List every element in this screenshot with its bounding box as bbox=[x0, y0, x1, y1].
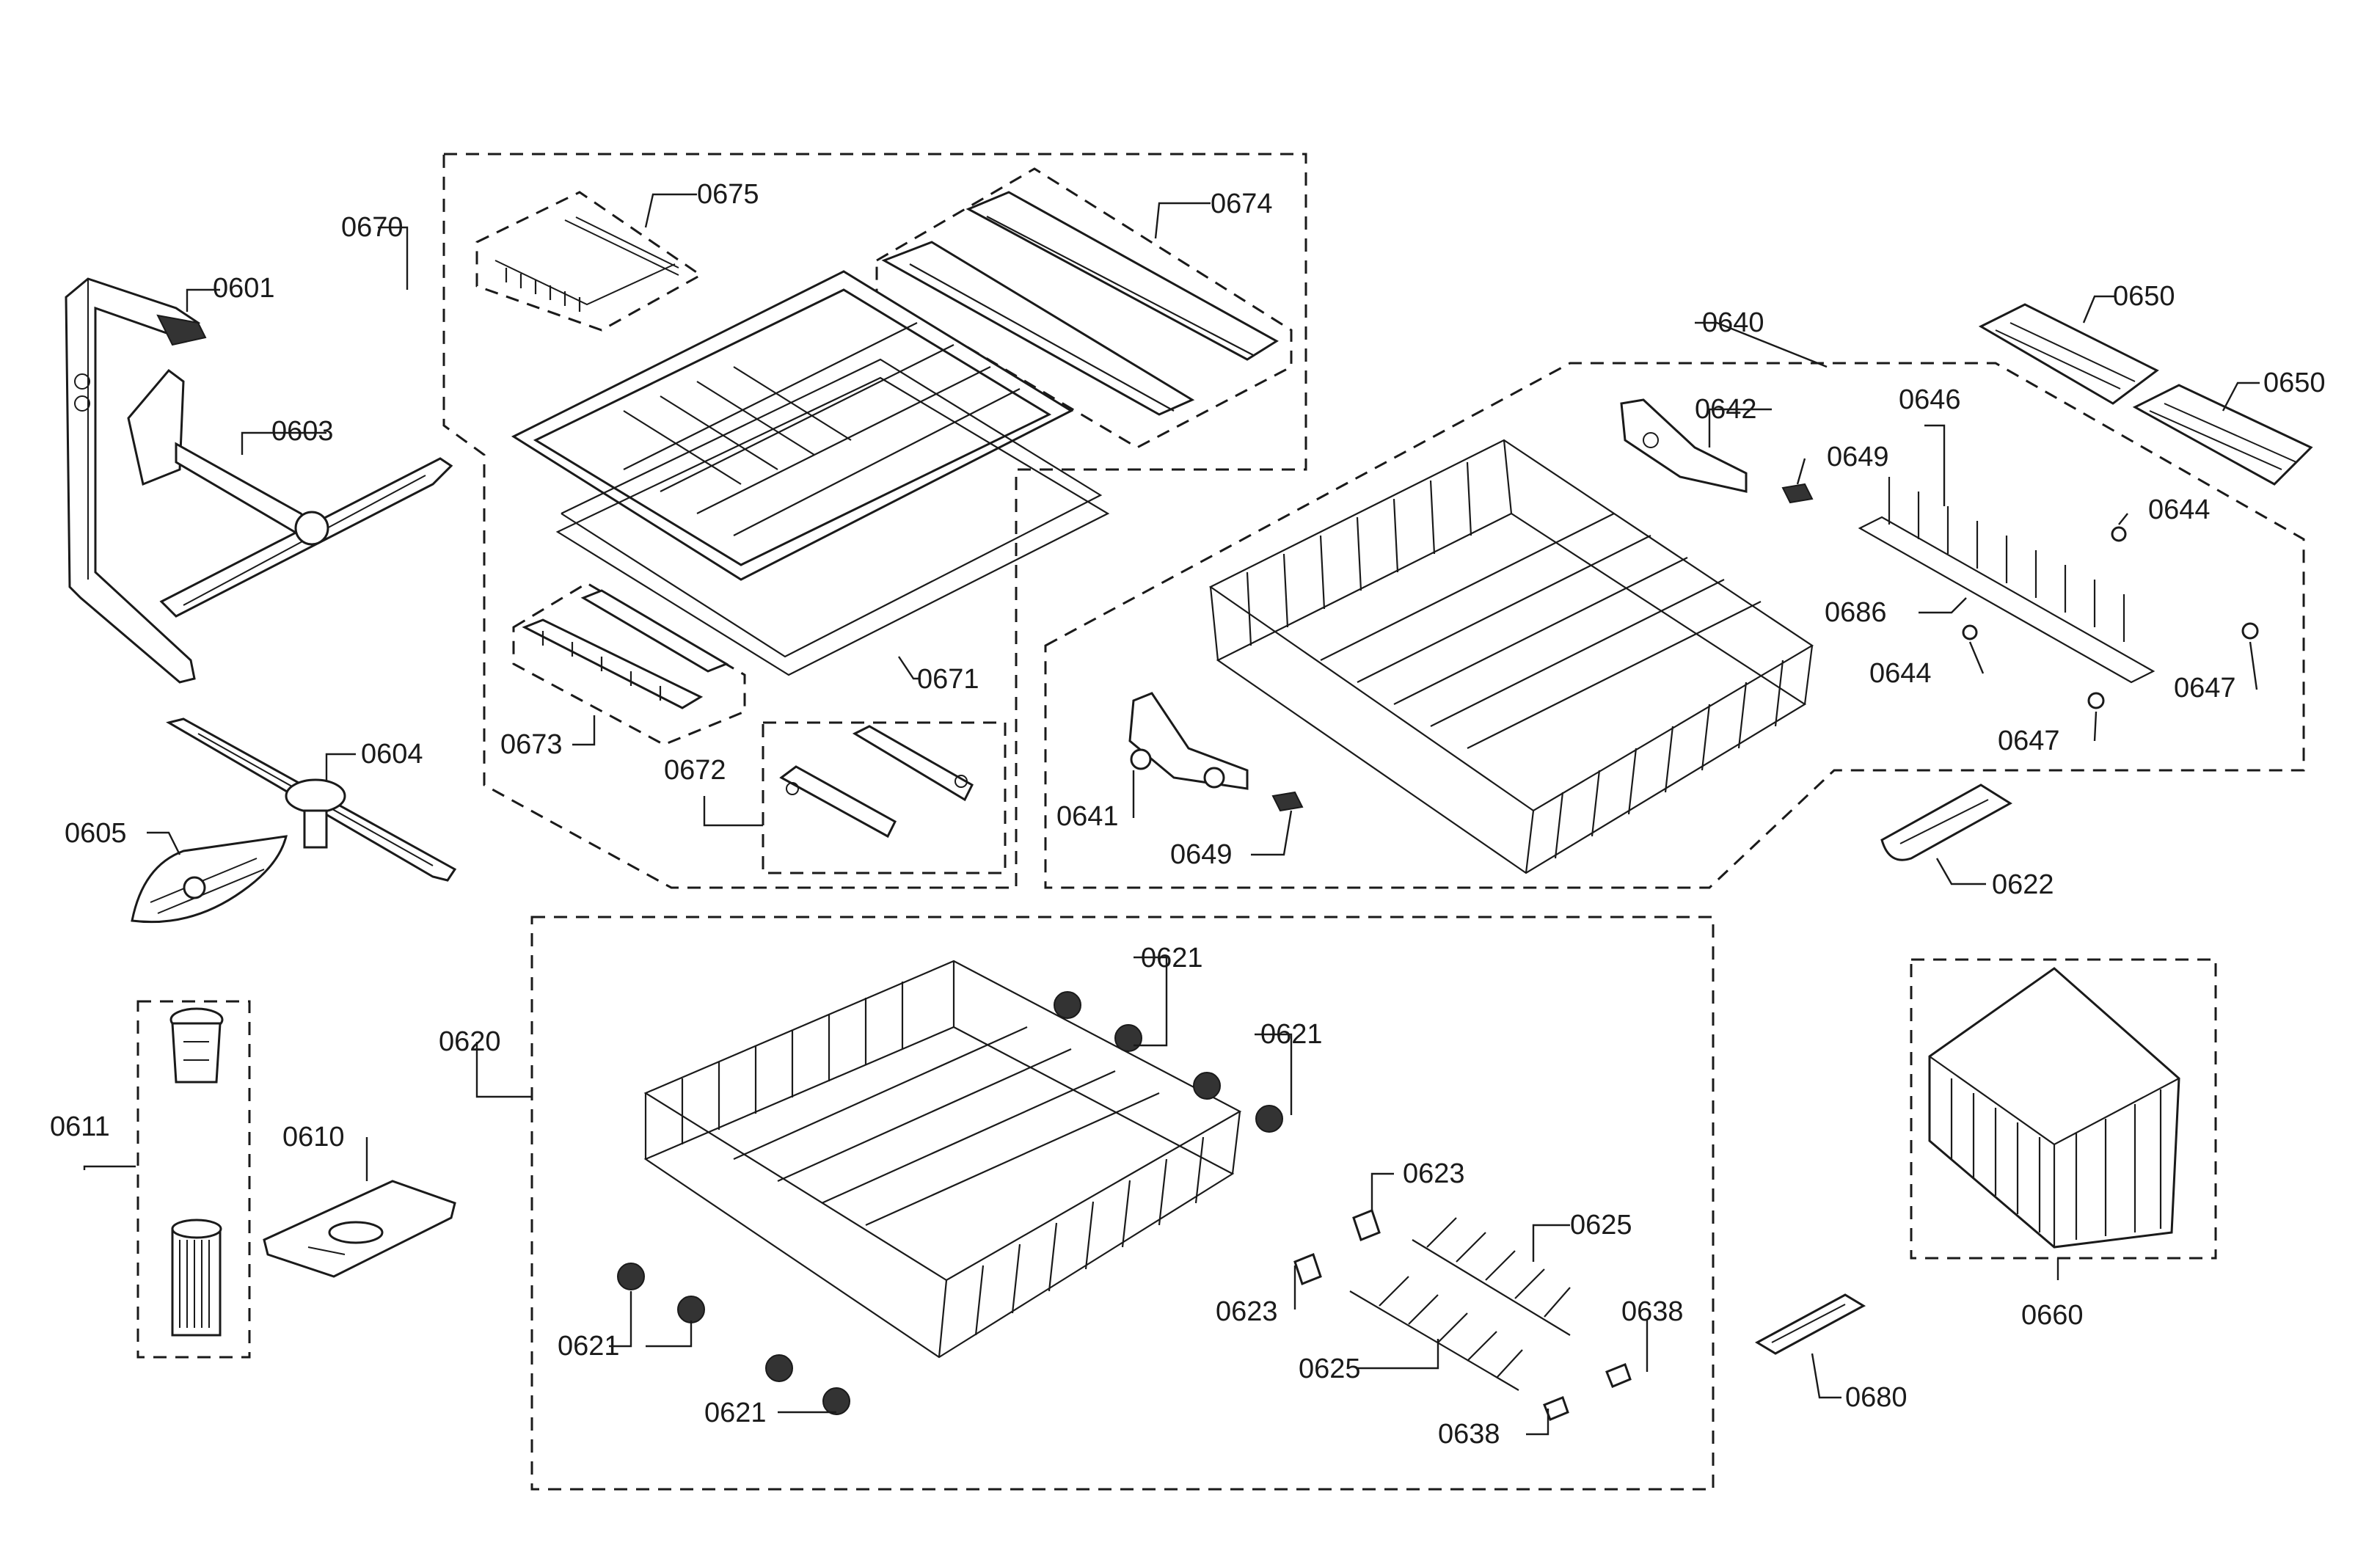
callout-0601: 0601 bbox=[213, 273, 275, 304]
callout-0646: 0646 bbox=[1899, 384, 1961, 415]
callout-0650-b: 0650 bbox=[2263, 368, 2326, 398]
group-box-0675 bbox=[475, 191, 703, 332]
callout-0621-d: 0621 bbox=[704, 1398, 767, 1428]
callout-0670: 0670 bbox=[341, 212, 404, 243]
callout-0621-c: 0621 bbox=[558, 1331, 620, 1362]
callout-0673: 0673 bbox=[500, 729, 563, 760]
callout-0640: 0640 bbox=[1702, 307, 1764, 338]
part-0623-clips bbox=[1293, 1209, 1381, 1285]
callout-0660: 0660 bbox=[2021, 1300, 2084, 1331]
part-0673-clips bbox=[522, 589, 729, 709]
callout-0638-b: 0638 bbox=[1438, 1419, 1500, 1450]
callout-0604: 0604 bbox=[361, 739, 423, 770]
callout-0647-a: 0647 bbox=[2174, 673, 2236, 704]
leader-lines bbox=[83, 193, 2260, 1436]
part-0674-rails bbox=[881, 191, 1279, 416]
callout-0649-b: 0649 bbox=[1170, 839, 1233, 870]
callout-0610: 0610 bbox=[282, 1122, 345, 1153]
part-0672-side-clips bbox=[779, 725, 974, 839]
part-0601-supply-pipe bbox=[65, 277, 207, 684]
part-0622-handle bbox=[1880, 784, 2012, 861]
group-box-0672 bbox=[762, 721, 1007, 874]
callout-0686: 0686 bbox=[1825, 597, 1887, 628]
part-0638-clips bbox=[1543, 1363, 1632, 1421]
part-0642-rack-adjuster bbox=[1620, 398, 1748, 493]
part-0644-0647-clips bbox=[1962, 526, 2259, 709]
callout-0623-a: 0623 bbox=[1403, 1158, 1465, 1189]
callout-0680: 0680 bbox=[1845, 1382, 1908, 1413]
callout-0622: 0622 bbox=[1992, 869, 2054, 900]
callout-0675: 0675 bbox=[697, 179, 759, 210]
part-0603-upper-spray-arm bbox=[127, 368, 453, 618]
part-0641-rack-adjuster bbox=[1128, 692, 1249, 790]
callout-0625-b: 0625 bbox=[1299, 1354, 1361, 1384]
callout-0620: 0620 bbox=[439, 1026, 501, 1057]
part-0640-upper-rack bbox=[1208, 439, 1814, 874]
part-0621-wheels bbox=[617, 991, 1283, 1415]
part-0671-third-rack bbox=[511, 270, 1110, 676]
callout-0647-b: 0647 bbox=[1998, 726, 2060, 756]
part-0620-lower-rack bbox=[643, 960, 1242, 1359]
part-0660-cutlery-basket bbox=[1928, 967, 2180, 1249]
part-0605-fine-filter bbox=[131, 835, 288, 924]
part-0675-cup-shelf-insert bbox=[494, 216, 679, 312]
part-0604-lower-spray-arm bbox=[166, 717, 457, 882]
callout-0625-a: 0625 bbox=[1570, 1210, 1632, 1241]
callout-0611: 0611 bbox=[50, 1111, 110, 1142]
part-0649-stoppers bbox=[1271, 483, 1814, 812]
group-box-0620 bbox=[530, 916, 1715, 1491]
callout-0672: 0672 bbox=[664, 755, 726, 786]
callout-0649-a: 0649 bbox=[1827, 442, 1889, 472]
callout-0671: 0671 bbox=[917, 664, 979, 695]
callout-0644-a: 0644 bbox=[2148, 494, 2211, 525]
part-0680-handle bbox=[1754, 1293, 1866, 1355]
part-0650-tine-rows bbox=[1978, 303, 2313, 486]
callout-0638-a: 0638 bbox=[1621, 1296, 1684, 1327]
callout-0674: 0674 bbox=[1211, 189, 1273, 219]
callout-0623-b: 0623 bbox=[1216, 1296, 1278, 1327]
group-box-0673 bbox=[512, 582, 746, 746]
part-0625-tine-rows bbox=[1349, 1217, 1571, 1391]
callout-0641: 0641 bbox=[1056, 801, 1119, 832]
callout-0644-b: 0644 bbox=[1869, 658, 1932, 689]
part-0686-tine-rack bbox=[1858, 477, 2155, 684]
callout-0642: 0642 bbox=[1695, 394, 1757, 425]
group-box-0660 bbox=[1910, 958, 2217, 1260]
callout-0621-b: 0621 bbox=[1260, 1019, 1323, 1050]
group-box-0640 bbox=[1044, 362, 2305, 889]
group-box-0611 bbox=[136, 1000, 251, 1359]
callout-0605: 0605 bbox=[65, 818, 127, 849]
group-box-0670 bbox=[442, 153, 1307, 889]
callout-0621-a: 0621 bbox=[1141, 943, 1203, 974]
part-0610-filter-plate bbox=[263, 1180, 456, 1278]
part-0611-filter-cylinders bbox=[169, 1007, 224, 1337]
callout-0603: 0603 bbox=[271, 416, 334, 447]
callout-0650-a: 0650 bbox=[2113, 281, 2175, 312]
